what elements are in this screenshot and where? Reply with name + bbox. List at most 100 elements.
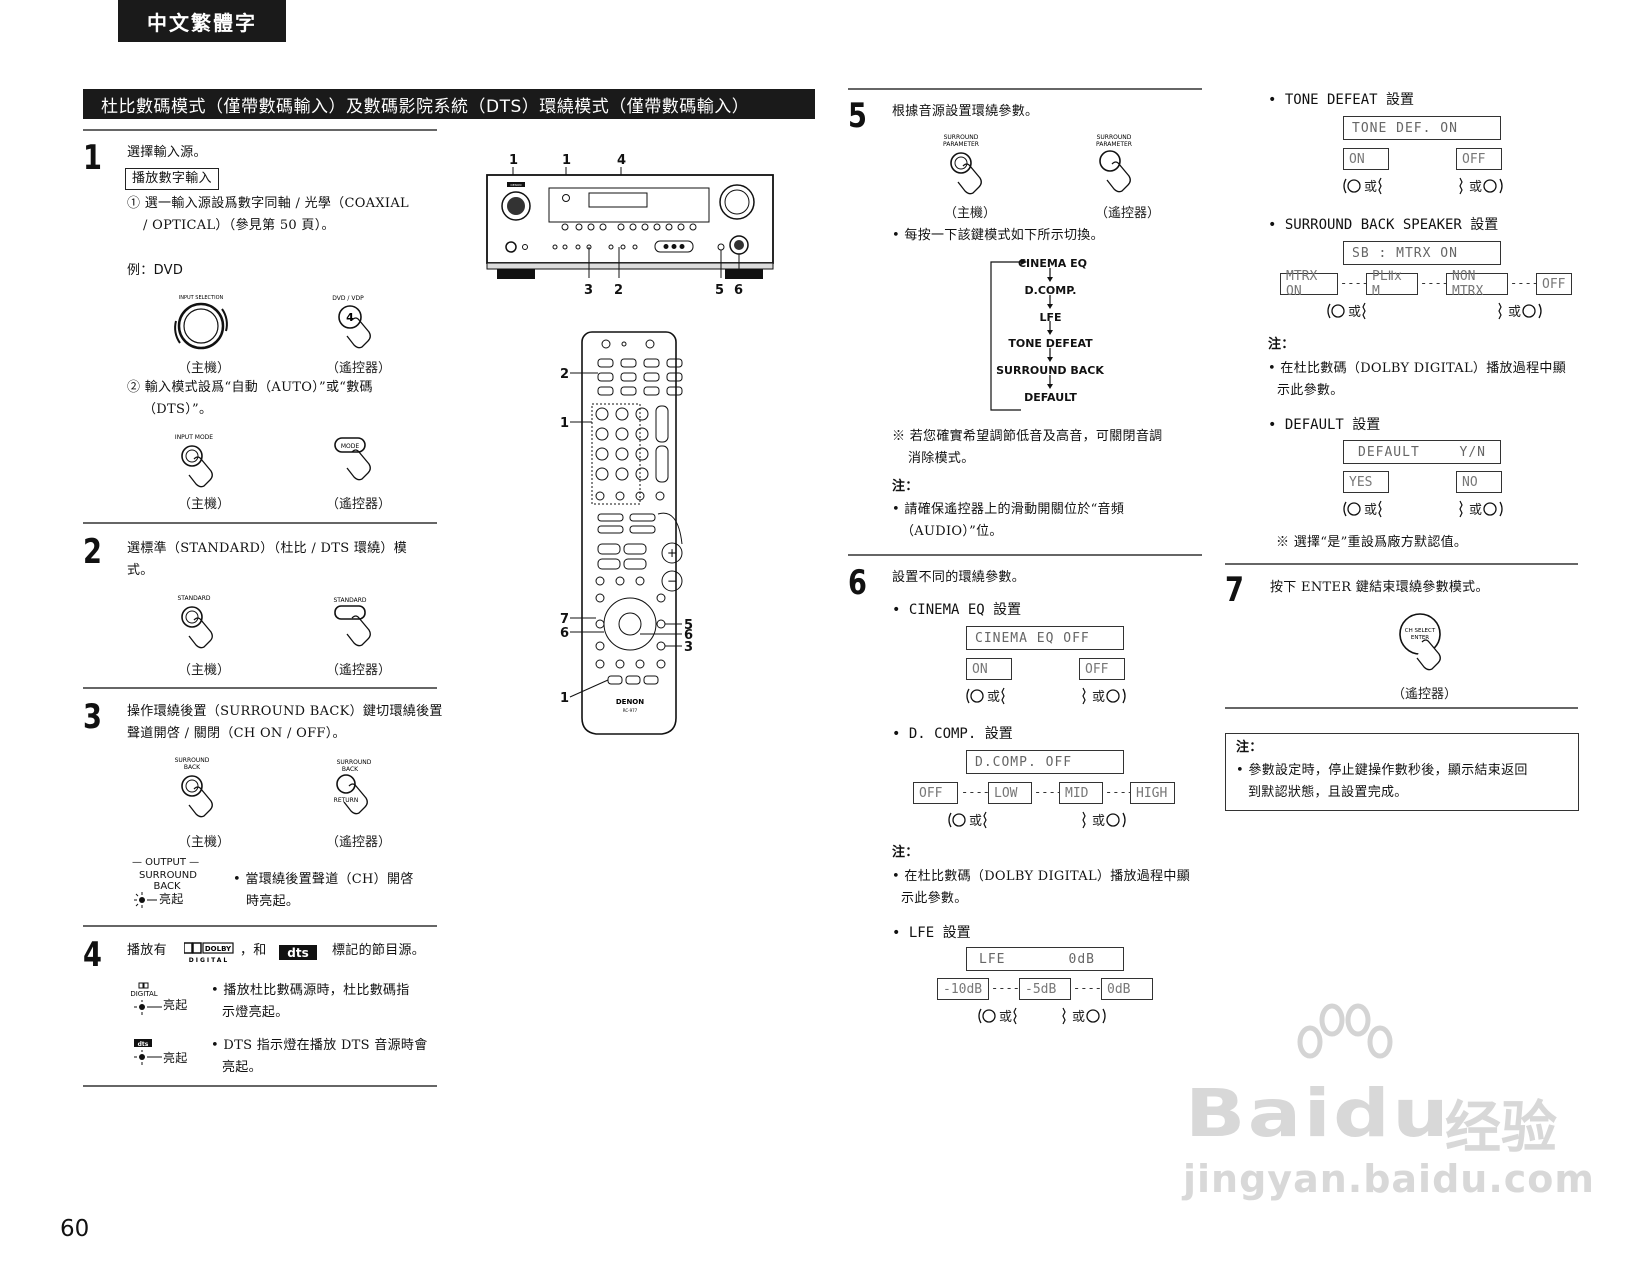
dial-left-icon: [948, 811, 987, 829]
surround-back-button-icon: SURROUND BACK: [175, 757, 213, 818]
separator: ----: [1034, 785, 1063, 799]
step-6-text: 設置不同的環繞參數。: [892, 570, 1026, 585]
lfe-heading: • LFE 設置: [892, 925, 971, 941]
callout: 6: [560, 626, 569, 641]
col3-note-title: 注：: [1268, 337, 1295, 352]
step-6-note-b: 示此參數。: [901, 891, 968, 906]
or-text: 或: [1364, 503, 1378, 518]
input-selection-knob-icon: INPUT SELECTION: [174, 295, 228, 350]
remote-label: （遙控器）: [326, 497, 392, 512]
output-label: SURROUND BACK: [139, 870, 197, 892]
dvd-button-hand-icon: DVD / VDP 4: [332, 295, 371, 349]
svg-text:BACK: BACK: [184, 764, 201, 771]
cinema-eq-option-on: ON: [966, 658, 1012, 680]
step-5-note-title: 注：: [892, 479, 919, 494]
remote-model: RC-977: [623, 708, 638, 713]
callout: 4: [617, 153, 626, 168]
cinema-eq-display: CINEMA EQ OFF: [966, 626, 1124, 650]
callout: 3: [584, 283, 593, 298]
surround-parameter-remote-hand-icon: SURROUND PARAMETER: [1096, 134, 1132, 193]
mode-flow-diagram: [990, 259, 1053, 411]
step-6-number: 6: [848, 563, 867, 603]
dolby-digital-logo-icon: DOLBY DIGITAL: [184, 942, 234, 963]
main-unit-label: （主機）: [178, 835, 231, 850]
dcomp-display: D.COMP. OFF: [966, 750, 1124, 774]
or-text: 或: [969, 814, 983, 829]
main-unit-label: （主機）: [178, 361, 231, 376]
or-text: 或: [1072, 1010, 1086, 1025]
dial-left-icon: [978, 1007, 1017, 1025]
or-text: 或: [1469, 503, 1483, 518]
step-5-note-a: • 請確保遙控器上的滑動開關位於“音頻: [892, 502, 1125, 517]
svg-text:BACK: BACK: [342, 766, 359, 773]
callout: 6: [734, 283, 743, 298]
or-text: 或: [999, 1010, 1013, 1025]
remote-brand: DENON: [616, 698, 644, 706]
ind1-note-a: • 播放杜比數碼源時，杜比數碼指: [211, 983, 410, 998]
dts-logo-icon: dts: [279, 945, 317, 960]
tone-defeat-display: TONE DEF. ON: [1343, 116, 1501, 140]
ind1-lit-text: 亮起: [163, 998, 188, 1012]
dial-right-icon: [1062, 1007, 1106, 1025]
step-5-footnote-b: 消除模式。: [908, 451, 975, 466]
step-1-number: 1: [83, 138, 102, 178]
tone-defeat-heading: • TONE DEFEAT 設置: [1268, 92, 1415, 108]
digital-indicator-icon: DIGITAL: [130, 982, 162, 1015]
language-tab: 中文繁體字: [118, 0, 286, 42]
final-note-box: [1225, 733, 1579, 811]
or-text: 或: [987, 690, 1001, 705]
lfe-option-minus5: -5dB: [1019, 978, 1071, 1000]
dial-right-icon: [1459, 500, 1503, 518]
step-3-text-b: 聲道開啓 / 關閉（CH ON / OFF）。: [127, 726, 346, 741]
svg-text:ENTER: ENTER: [1411, 635, 1429, 641]
dcomp-option-mid: MID: [1059, 782, 1103, 804]
svg-text:RETURN: RETURN: [334, 797, 359, 804]
svg-text:SURROUND: SURROUND: [175, 757, 210, 764]
callout: 2: [614, 283, 623, 298]
lfe-option-0db: 0dB: [1101, 978, 1153, 1000]
step-4-text-b: ，和: [240, 943, 267, 958]
step-5-text: 根據音源設置環繞參數。: [892, 104, 1039, 119]
dial-left-icon: [1343, 177, 1382, 195]
remote-label: （遙控器）: [326, 835, 392, 850]
step-3-note-b: 時亮起。: [246, 894, 300, 909]
or-text: 或: [1508, 305, 1522, 320]
callout: 7: [560, 612, 569, 627]
flow-item-default: DEFAULT: [1024, 391, 1077, 404]
svg-text:4: 4: [346, 311, 354, 324]
step-4-text-a: 播放有: [127, 943, 167, 958]
default-option-no: NO: [1456, 471, 1502, 493]
svg-text:CH SELECT: CH SELECT: [1405, 628, 1436, 634]
step-2-text-b: 式。: [127, 563, 154, 578]
standard-remote-hand-icon: STANDARD: [333, 597, 371, 647]
lfe-display-value: 0dB: [1068, 951, 1095, 967]
svg-text:DOLBY: DOLBY: [205, 945, 232, 953]
step-1-boxed-label: 播放數字輸入: [125, 168, 219, 190]
separator: ----: [1105, 785, 1134, 799]
step-1-sub1b: / OPTICAL）（參見第 50 頁）。: [143, 218, 335, 233]
input-mode-button-icon: INPUT MODE: [175, 434, 213, 488]
svg-text:DIGITAL: DIGITAL: [189, 957, 229, 963]
ind1-note-b: 示燈亮起。: [222, 1005, 289, 1020]
step-4-number: 4: [83, 935, 102, 975]
or-text: 或: [1092, 814, 1106, 829]
page-number: 60: [60, 1216, 90, 1242]
step-1-sub2a: ② 輸入模式設爲“自動（AUTO）”或“數碼: [127, 380, 373, 395]
sb-option-pl2x: PLⅡx M: [1366, 269, 1418, 299]
tone-option-on: ON: [1343, 148, 1389, 170]
dial-right-icon: [1082, 811, 1126, 829]
dial-right-icon: [1498, 302, 1542, 320]
separator: ----: [1510, 276, 1539, 290]
sb-speaker-heading: • SURROUND BACK SPEAKER 設置: [1268, 217, 1499, 233]
svg-text:PARAMETER: PARAMETER: [943, 141, 979, 148]
callout: 1: [560, 691, 569, 706]
sb-speaker-display: SB : MTRX ON: [1343, 241, 1501, 265]
dial-right-icon: [1459, 177, 1503, 195]
svg-text:INPUT MODE: INPUT MODE: [175, 434, 213, 441]
dcomp-heading: • D. COMP. 設置: [892, 726, 1013, 742]
col3-note-a: • 在杜比數碼（DOLBY DIGITAL）播放過程中顯: [1268, 361, 1567, 376]
svg-text:PARAMETER: PARAMETER: [1096, 141, 1132, 148]
main-unit-label: （主機）: [178, 663, 231, 678]
default-footnote: ※ 選擇“是”重設爲廠方默認值。: [1276, 535, 1468, 550]
